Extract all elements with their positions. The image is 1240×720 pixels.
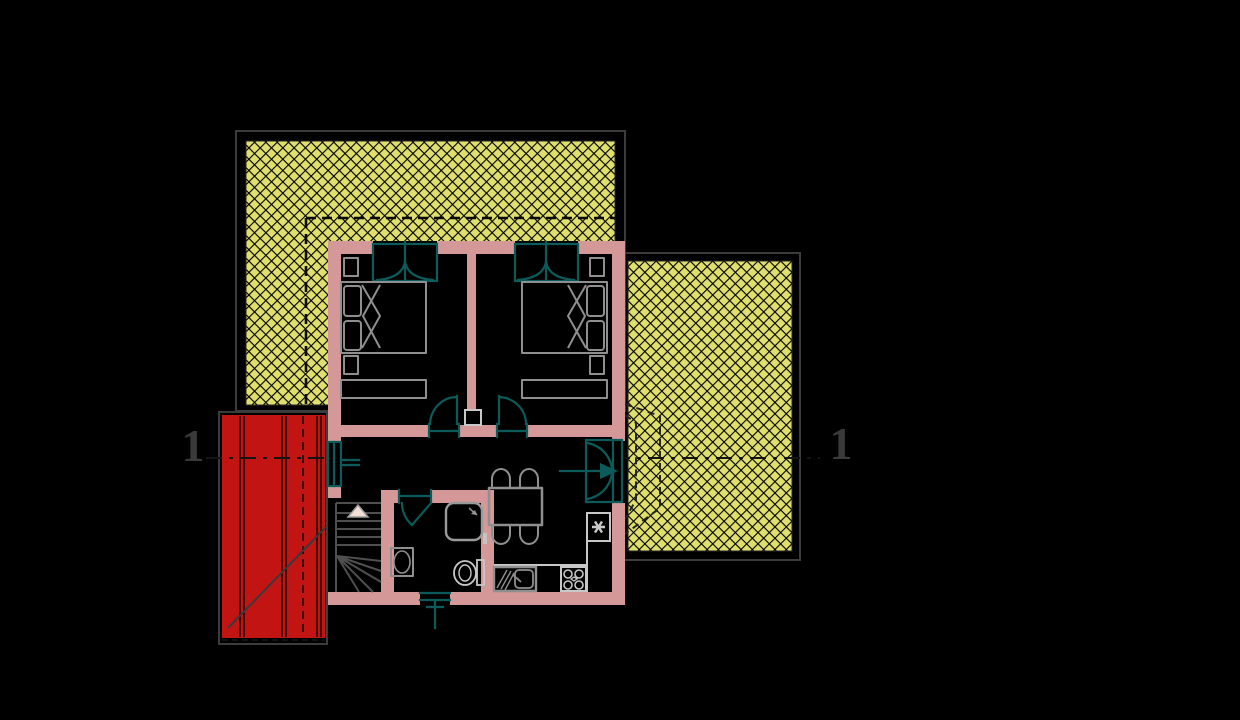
red-roof (218, 411, 328, 645)
dining-set (487, 468, 544, 545)
pillow (586, 285, 605, 317)
boiler-asterisk-icon (592, 520, 605, 534)
dining-table (487, 486, 544, 527)
section-marker-right: 1 (830, 418, 853, 469)
exterior-stair-dashed-inner (624, 414, 637, 520)
bed-left (340, 281, 427, 354)
kitchen-sink (492, 565, 538, 593)
nightstand (343, 355, 359, 375)
bathroom-fixtures (390, 501, 487, 586)
wardrobe-right (521, 379, 608, 399)
vent-stack-icon (418, 591, 452, 630)
hall-window (326, 440, 361, 488)
boiler (586, 512, 611, 542)
pillow (343, 285, 362, 317)
drain-arrow-icon (471, 510, 477, 515)
chimney-flue (464, 409, 482, 426)
walls (328, 241, 625, 605)
red-roof-border (218, 411, 328, 645)
nightstand (589, 257, 605, 277)
chair (490, 524, 512, 545)
nightstand (589, 355, 605, 375)
toilet (453, 559, 485, 586)
winder-stairs (335, 502, 382, 593)
blanket-fold (567, 284, 587, 349)
roof-slope-diagonal (227, 526, 327, 629)
exit-arrow-icon (600, 463, 618, 479)
roof-overhang-dashed-line (304, 216, 615, 404)
stair-direction-arrow-icon (346, 503, 370, 518)
side-terrace-hatch (627, 260, 793, 552)
kitchen-fixtures (492, 512, 611, 593)
building (326, 240, 625, 630)
blanket-fold (361, 284, 381, 349)
pillow (343, 320, 362, 351)
section-marker-left: 1 (182, 420, 205, 471)
wardrobe-left (340, 379, 427, 399)
roof-seam-lines (239, 416, 322, 637)
wall-fixture (483, 533, 487, 544)
washbasin (390, 547, 414, 577)
bedroom-right-door (495, 394, 529, 439)
shower (444, 501, 484, 542)
red-roof-fill (222, 415, 325, 638)
chair (490, 468, 512, 489)
bathroom-door (397, 488, 433, 527)
side-terrace (619, 252, 801, 561)
chair (518, 468, 540, 489)
exterior-stair-dashed-outer (624, 403, 661, 535)
bedroom-right-furniture (521, 257, 608, 399)
nightstand (343, 257, 359, 277)
bedroom-left-furniture (340, 257, 427, 399)
bedroom-left-door (427, 394, 461, 439)
bed-right (521, 281, 608, 354)
chair (518, 524, 540, 545)
stove (560, 566, 587, 592)
french-door-terrace (558, 438, 624, 504)
pillow (586, 320, 605, 351)
